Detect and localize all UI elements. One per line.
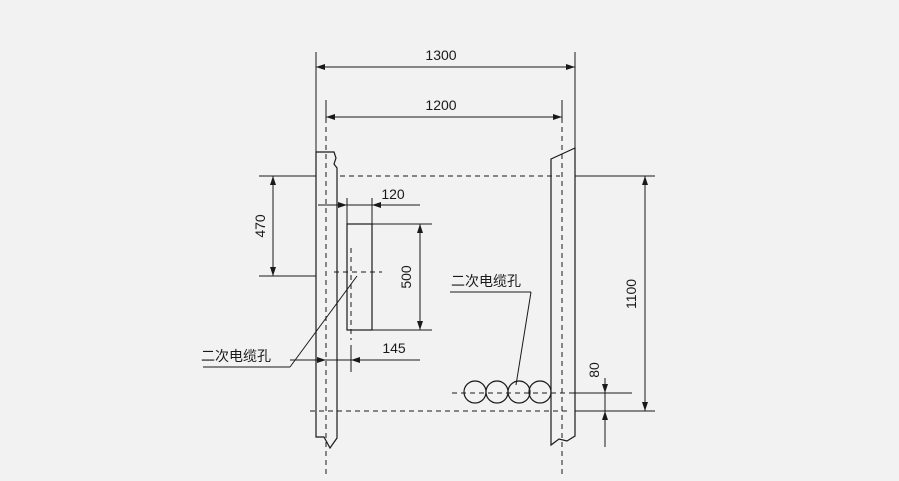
dimension-lines (272, 66, 646, 447)
secondary-cable-hole-rect (346, 223, 373, 331)
extension-lines (259, 52, 655, 412)
cable-hole-4 (528, 380, 552, 404)
reference-dashed-lines (310, 100, 572, 475)
cable-hole-3 (507, 380, 531, 404)
dim-outer-width: 1300 (425, 47, 456, 63)
cable-hole-circles (463, 380, 552, 404)
arrowheads (270, 64, 648, 420)
cable-hole-2 (485, 380, 509, 404)
dim-bottom-offset: 80 (586, 362, 602, 378)
dim-hole-offset: 145 (382, 340, 406, 356)
dim-hole-width: 120 (381, 186, 405, 202)
dim-hole-height: 500 (398, 265, 414, 289)
label-secondary-cable-hole-right: 二次电缆孔 (451, 274, 521, 290)
label-secondary-cable-hole-left: 二次电缆孔 (201, 349, 271, 365)
cable-hole-1 (463, 380, 487, 404)
right-wall (550, 147, 576, 447)
leader-lines (203, 275, 532, 386)
dim-vertical-offset: 470 (252, 214, 268, 238)
dim-total-height: 1100 (623, 279, 639, 309)
dim-inner-width: 1200 (425, 97, 456, 113)
